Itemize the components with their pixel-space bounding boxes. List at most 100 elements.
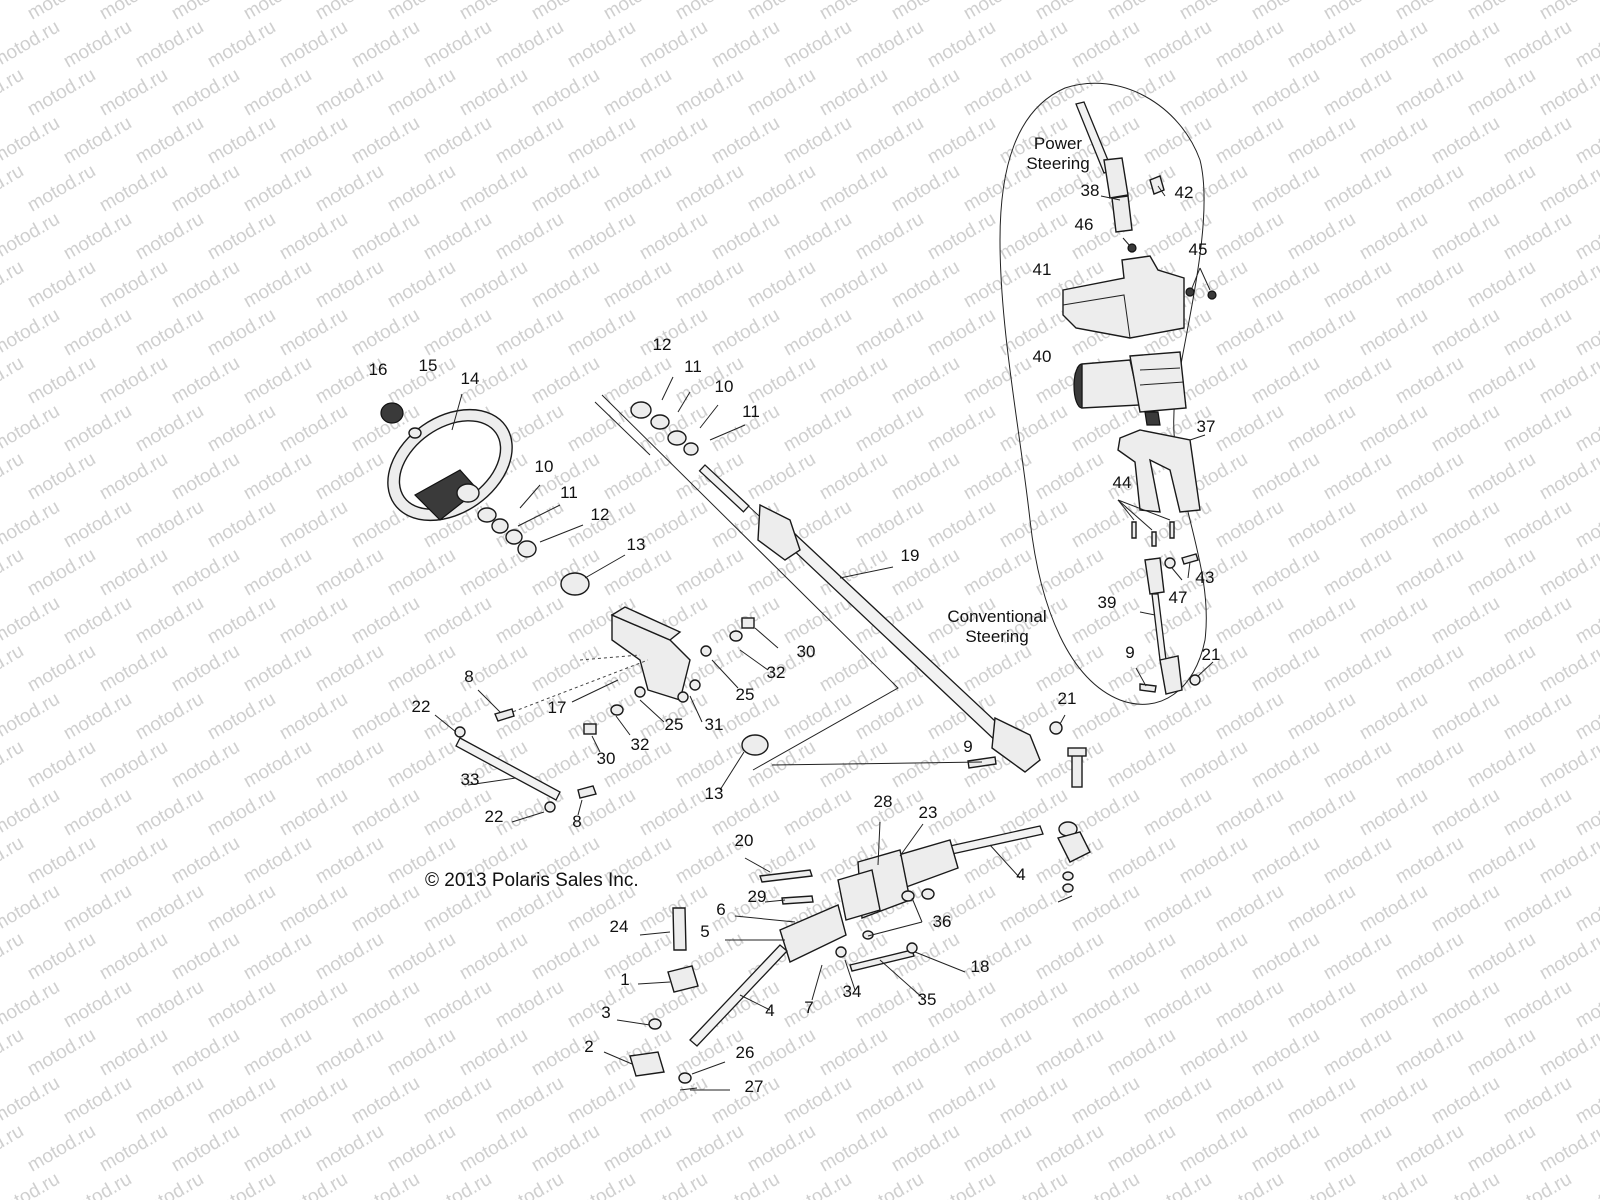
watermark-text: motod.ru	[384, 65, 459, 121]
steering-column-group	[594, 394, 1041, 773]
watermark-text: motod.ru	[1500, 401, 1575, 457]
watermark-text: motod.ru	[1320, 641, 1395, 697]
watermark-text: motod.ru	[852, 401, 927, 457]
watermark-text: motod.ru	[204, 1169, 279, 1200]
watermark-text: motod.ru	[168, 161, 243, 217]
watermark-text: motod.ru	[1356, 209, 1431, 265]
watermark-text: motod.ru	[1536, 449, 1600, 505]
watermark-text: motod.ru	[636, 17, 711, 73]
callout-number: 46	[1075, 215, 1094, 234]
watermark-text: motod.ru	[96, 1025, 171, 1081]
watermark-text: motod.ru	[1500, 305, 1575, 361]
watermark-text: motod.ru	[924, 17, 999, 73]
watermark-text: motod.ru	[96, 1121, 171, 1177]
watermark-text: motod.ru	[1212, 497, 1287, 553]
callout-number: 24	[610, 917, 629, 936]
watermark-text: motod.ru	[1536, 737, 1600, 793]
watermark-text: motod.ru	[96, 929, 171, 985]
watermark-text: motod.ru	[996, 977, 1071, 1033]
watermark-text: motod.ru	[1032, 0, 1107, 24]
watermark-text: motod.ru	[816, 353, 891, 409]
watermark-text: motod.ru	[1176, 257, 1251, 313]
watermark-text: motod.ru	[744, 1025, 819, 1081]
watermark-text: motod.ru	[1500, 977, 1575, 1033]
watermark-text: motod.ru	[0, 641, 27, 697]
watermark-text: motod.ru	[636, 1073, 711, 1129]
watermark-text: motod.ru	[1356, 881, 1431, 937]
watermark-text: motod.ru	[0, 353, 27, 409]
washer-11b	[683, 442, 699, 456]
watermark-text: motod.ru	[636, 305, 711, 361]
watermark-text: motod.ru	[636, 1169, 711, 1200]
watermark-text: motod.ru	[24, 0, 99, 24]
watermark-text: motod.ru	[996, 401, 1071, 457]
watermark-text: motod.ru	[240, 545, 315, 601]
watermark-text: motod.ru	[0, 65, 27, 121]
callout-number: 4	[1016, 865, 1025, 884]
watermark-text: motod.ru	[492, 113, 567, 169]
watermark-text: motod.ru	[960, 65, 1035, 121]
watermark-text: motod.ru	[0, 257, 27, 313]
watermark-text: motod.ru	[168, 65, 243, 121]
watermark-text: motod.ru	[1176, 833, 1251, 889]
callout-number: 35	[918, 990, 937, 1009]
watermark-text: motod.ru	[312, 641, 387, 697]
callout-number: 33	[461, 770, 480, 789]
watermark-text: motod.ru	[96, 449, 171, 505]
copyright-notice: © 2013 Polaris Sales Inc.	[425, 870, 639, 891]
watermark-text: motod.ru	[1392, 161, 1467, 217]
callout-number: 38	[1081, 181, 1100, 200]
callout-number: 26	[736, 1043, 755, 1062]
watermark-text: motod.ru	[780, 1073, 855, 1129]
watermark-text: motod.ru	[204, 17, 279, 73]
watermark-text: motod.ru	[564, 113, 639, 169]
watermark-text: motod.ru	[276, 1169, 351, 1200]
watermark-text: motod.ru	[1464, 1025, 1539, 1081]
watermark-text: motod.ru	[312, 1025, 387, 1081]
watermark-text: motod.ru	[456, 0, 531, 24]
watermark-text: motod.ru	[636, 785, 711, 841]
watermark-text: motod.ru	[1536, 641, 1600, 697]
watermark-text: motod.ru	[564, 209, 639, 265]
washer-11a	[650, 414, 670, 430]
watermark-text: motod.ru	[276, 305, 351, 361]
watermark-text: motod.ru	[60, 689, 135, 745]
watermark-text: motod.ru	[384, 929, 459, 985]
watermark-text: motod.ru	[132, 689, 207, 745]
watermark-text: motod.ru	[1320, 545, 1395, 601]
watermark-text: motod.ru	[780, 689, 855, 745]
watermark-text: motod.ru	[1464, 0, 1539, 24]
watermark-text: motod.ru	[1500, 497, 1575, 553]
watermark-text: motod.ru	[1176, 1121, 1251, 1177]
watermark-text: motod.ru	[1284, 1169, 1359, 1200]
watermark-text: motod.ru	[0, 401, 63, 457]
watermark-text: motod.ru	[1572, 881, 1600, 937]
watermark-text: motod.ru	[168, 833, 243, 889]
watermark-text: motod.ru	[816, 1025, 891, 1081]
watermark-text: motod.ru	[1428, 497, 1503, 553]
watermark-text: motod.ru	[1428, 401, 1503, 457]
horn-cap-16	[380, 402, 404, 424]
watermark-text: motod.ru	[168, 1121, 243, 1177]
watermark-text: motod.ru	[132, 593, 207, 649]
watermark-text: motod.ru	[1284, 401, 1359, 457]
watermark-text: motod.ru	[240, 65, 315, 121]
watermark-text: motod.ru	[1572, 689, 1600, 745]
watermark-text: motod.ru	[816, 161, 891, 217]
watermark-text: motod.ru	[1356, 1073, 1431, 1129]
watermark-text: motod.ru	[240, 641, 315, 697]
watermark-text: motod.ru	[744, 0, 819, 24]
callout-number: 15	[419, 356, 438, 375]
watermark-text: motod.ru	[240, 833, 315, 889]
watermark-text: motod.ru	[24, 929, 99, 985]
watermark-text: motod.ru	[1320, 257, 1395, 313]
watermark-text: motod.ru	[1104, 1025, 1179, 1081]
watermark-text: motod.ru	[1572, 593, 1600, 649]
watermark-text: motod.ru	[0, 545, 27, 601]
callout-number: 28	[874, 792, 893, 811]
watermark-text: motod.ru	[672, 545, 747, 601]
watermark-text: motod.ru	[420, 113, 495, 169]
callout-number: 11	[684, 357, 702, 376]
watermark-text: motod.ru	[1320, 1025, 1395, 1081]
